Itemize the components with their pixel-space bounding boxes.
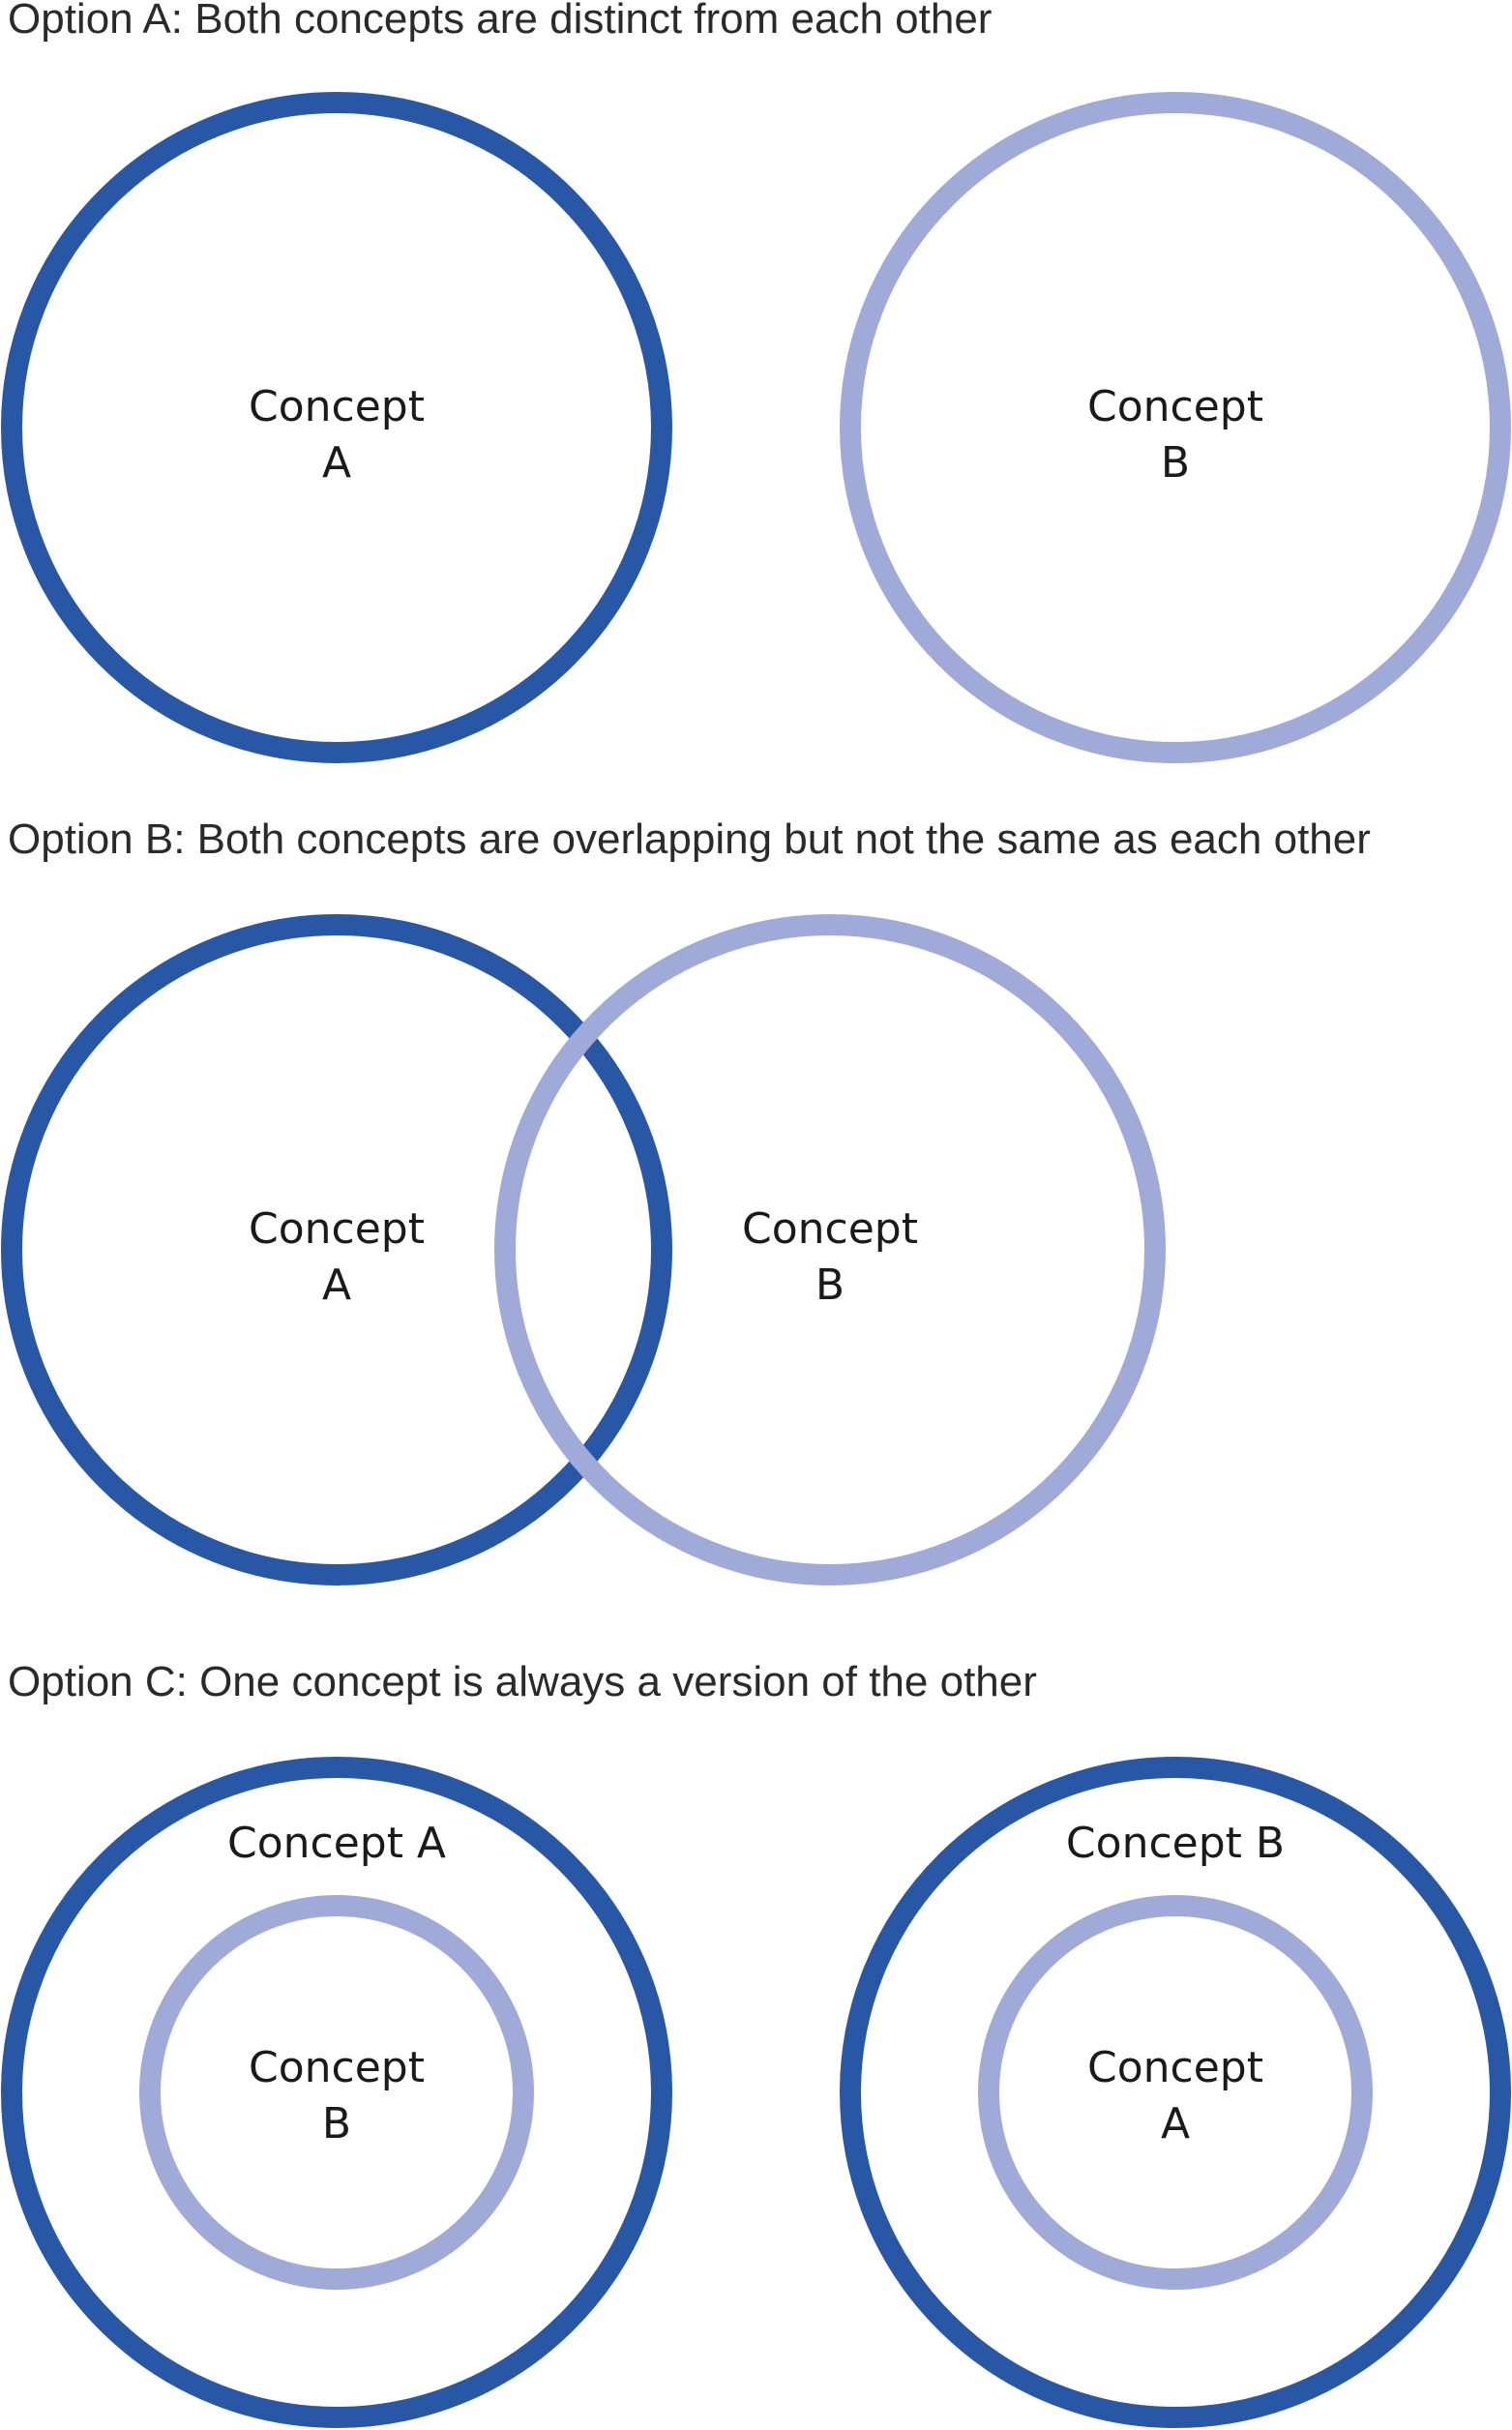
option-c-left-inner-line1: Concept: [249, 2043, 425, 2092]
option-c-left-outer-label: Concept A: [227, 1819, 446, 1868]
option-c-right-outer-label: Concept B: [1066, 1819, 1285, 1868]
option-c-left-outer-circle: [1, 1757, 672, 2428]
option-a-circle-concept-b: [840, 92, 1511, 763]
option-b-heading: Option B: Both concepts are overlapping …: [8, 815, 1371, 863]
option-b-label-b-line2: B: [815, 1260, 845, 1310]
option-a-label-b-line2: B: [1161, 438, 1190, 488]
option-b-circle-concept-a: [1, 914, 672, 1585]
option-a-circle-concept-a: [1, 92, 672, 763]
option-a-label-b-line1: Concept: [1087, 382, 1263, 431]
option-a-group: Option A: Both concepts are distinct fro…: [1, 0, 1511, 763]
option-b-group: Option B: Both concepts are overlapping …: [1, 815, 1371, 1585]
option-a-label-a-line2: A: [322, 438, 351, 488]
option-c-left-inner-circle: [139, 1895, 534, 2290]
option-c-right-inner-line2: A: [1161, 2099, 1190, 2148]
option-c-group: Option C: One concept is always a versio…: [1, 1658, 1511, 2428]
option-a-label-a-line1: Concept: [249, 382, 425, 431]
option-c-heading: Option C: One concept is always a versio…: [8, 1658, 1037, 1705]
option-c-right-inner-line1: Concept: [1087, 2043, 1263, 2092]
option-a-heading: Option A: Both concepts are distinct fro…: [8, 0, 992, 43]
option-b-label-b-line1: Concept: [742, 1204, 918, 1254]
option-b-label-a-line2: A: [322, 1260, 351, 1310]
option-b-circle-concept-b: [494, 914, 1166, 1585]
option-c-right-inner-circle: [978, 1895, 1373, 2290]
option-c-left-inner-line2: B: [322, 2099, 351, 2148]
option-c-right-outer-circle: [840, 1757, 1511, 2428]
option-b-label-a-line1: Concept: [249, 1204, 425, 1254]
